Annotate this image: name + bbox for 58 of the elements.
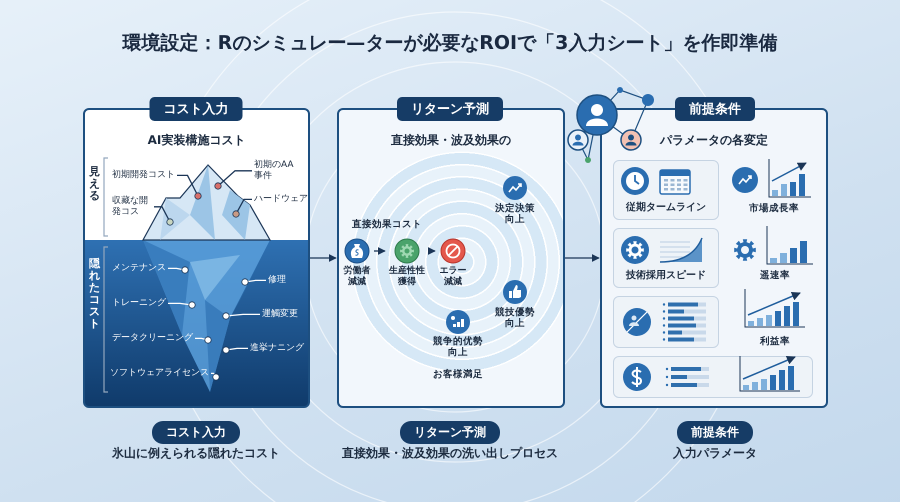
arrow — [374, 247, 386, 255]
panel-heading-tab: 前提条件 — [675, 97, 755, 121]
leader-line — [154, 206, 174, 226]
parameter-card — [613, 356, 813, 398]
callout-label: 進挙ナニング — [250, 343, 304, 354]
arrow — [428, 247, 436, 255]
section-description: 入力パラメータ — [673, 445, 757, 462]
card-label: 技術採用スピード — [624, 268, 707, 282]
callout-label: 運觸変更 — [262, 309, 298, 320]
section-pill: 前提条件 — [677, 421, 753, 444]
section-pill: コスト入力 — [152, 421, 240, 444]
section-pill: リターン予測 — [400, 421, 500, 444]
callout-label: メンテナンス — [112, 263, 166, 274]
text-label: 利益率 — [758, 336, 791, 348]
callout-label: データクリーニング — [112, 333, 193, 344]
icon-caption: 生産性性獲得 — [388, 266, 426, 288]
section-description: 直接効果・波及効果の洗い出しプロセス — [342, 445, 558, 462]
leader-line — [168, 266, 189, 274]
callout-label: 収藏な開発コス — [112, 196, 152, 218]
text-label: 見える — [89, 166, 100, 202]
leader-line — [177, 174, 202, 200]
callout-label: 初期のAA事件 — [254, 160, 294, 182]
text-label: 競争的优勢向上 — [432, 336, 484, 359]
leader-line — [222, 312, 260, 320]
arrow — [310, 254, 337, 262]
leader-line — [195, 336, 212, 344]
text-label: 決定決策向上 — [494, 203, 536, 226]
callout-label: 初期開発コスト — [112, 170, 175, 181]
leader-line — [214, 170, 252, 190]
page-title: 環境設定：Rのシミュレー—ターが必要なROIで「3入力シート」を作即準備 — [121, 31, 778, 56]
callout-label: トレーニング — [112, 298, 166, 309]
callout-label: ハードウェア — [254, 194, 308, 205]
panel-subtitle: AI実装構施コスト — [146, 132, 246, 149]
text-label: 市場成長率 — [748, 203, 800, 214]
leader-line — [241, 278, 266, 286]
icon-caption: エラー減減 — [438, 266, 468, 288]
leader-line — [232, 198, 252, 218]
text-label: 競技優勢向上 — [494, 307, 536, 330]
panel-subtitle: 直接効果・波及効果の — [390, 132, 512, 149]
arrow — [565, 254, 600, 262]
callout-label: ソフトウェアライセンス — [110, 368, 209, 379]
parameter-card — [613, 160, 719, 220]
leader-line — [168, 301, 196, 309]
text-label: 遥速率 — [759, 270, 791, 282]
text-label: 隠れたコスト — [89, 258, 100, 331]
leader-line — [211, 372, 220, 381]
parameter-card — [613, 296, 719, 348]
card-label: 従期タームライン — [624, 200, 707, 214]
text-label: お客様満足 — [432, 369, 484, 380]
section-description: 氷山に例えられる隠れたコスト — [112, 445, 280, 462]
panel-heading-tab: リターン予測 — [397, 97, 503, 121]
text-label: 直接効果コスト — [352, 219, 422, 230]
callout-label: 修理 — [268, 275, 286, 286]
parameter-card — [613, 228, 719, 288]
panel-subtitle: パラメータの各変定 — [658, 132, 769, 149]
leader-line — [222, 346, 248, 354]
icon-caption: 労働者減減 — [342, 266, 372, 288]
panel-heading-tab: コスト入力 — [150, 97, 242, 121]
